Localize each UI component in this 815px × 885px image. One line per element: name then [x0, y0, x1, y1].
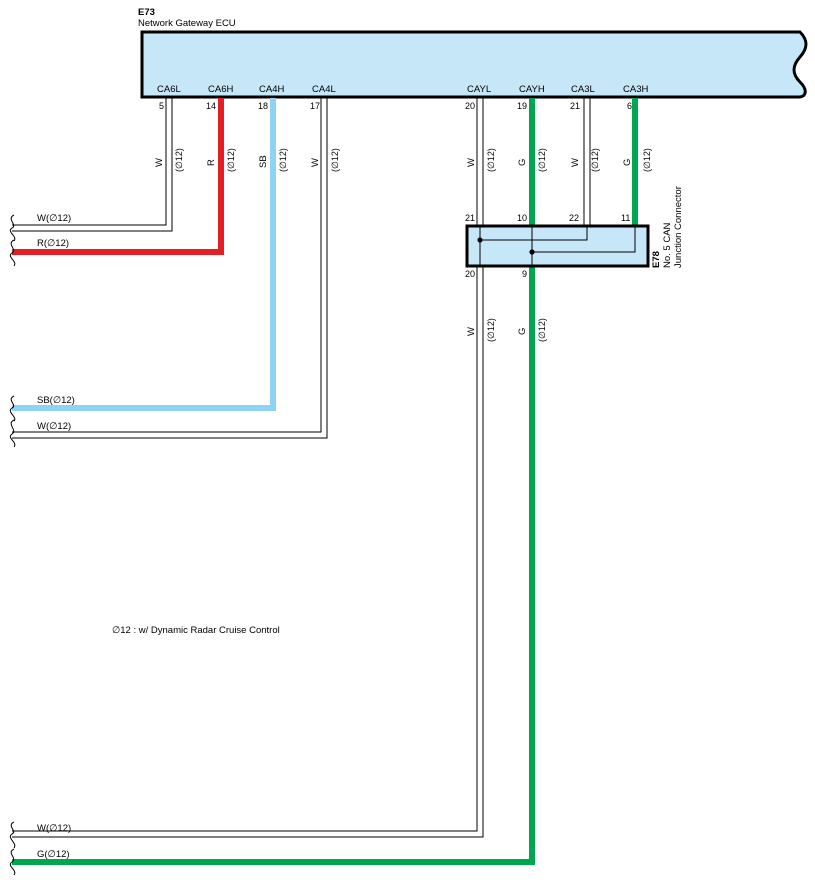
junction-name-line2: Junction Connector	[673, 186, 684, 268]
color-note: (∅12)	[537, 148, 547, 172]
wire-ca4l-white	[12, 98, 328, 439]
color-note: (∅12)	[642, 148, 652, 172]
wire-ca6l-white	[12, 98, 173, 232]
wire-cayl-white	[476, 98, 484, 226]
wire-label: W(∅12)	[37, 213, 71, 224]
color-code: G	[622, 159, 633, 166]
junction-name-line1: No. 5 CAN	[662, 222, 673, 268]
wire-ca4h-skyblue	[12, 98, 276, 411]
color-note: (∅12)	[537, 318, 547, 342]
color-code: W	[466, 158, 477, 167]
signal-label: CA4L	[312, 84, 336, 95]
pin-number: 6	[627, 101, 632, 111]
color-code: W	[154, 158, 165, 167]
junction-code: E78	[651, 251, 662, 268]
wire-label: W(∅12)	[37, 421, 71, 432]
color-code: R	[206, 159, 217, 166]
color-note: (∅12)	[486, 318, 496, 342]
wire-color-codes: W (∅12) R (∅12) SB (∅12) W (∅12) W (∅12)…	[154, 148, 652, 342]
signal-label: CA6H	[208, 84, 233, 95]
ecu-box	[140, 30, 808, 99]
pin-number: 21	[465, 213, 475, 223]
junction-bottom-pins: 20 9	[465, 269, 527, 279]
ecu-pin-numbers: 5 14 18 17 20 19 21 6	[159, 101, 632, 111]
splice-dot	[477, 237, 483, 243]
footnote: ∅12 : w/ Dynamic Radar Cruise Control	[112, 625, 280, 636]
splice-dot	[529, 249, 535, 255]
color-note: (∅12)	[486, 148, 496, 172]
pin-number: 5	[159, 101, 164, 111]
color-code: G	[517, 159, 528, 166]
pin-number: 18	[258, 101, 268, 111]
wire-ca6h-red	[12, 98, 224, 255]
signal-label: CAYH	[519, 84, 545, 95]
color-code: W	[310, 158, 321, 167]
wire-ca3l-white	[583, 98, 591, 226]
color-note: (∅12)	[226, 148, 236, 172]
color-note: (∅12)	[278, 148, 288, 172]
pin-number: 21	[570, 101, 580, 111]
wire-label: SB(∅12)	[37, 395, 75, 406]
wire-label: G(∅12)	[37, 849, 70, 860]
color-code: G	[517, 328, 528, 335]
color-note: (∅12)	[590, 148, 600, 172]
signal-label: CAYL	[467, 84, 491, 95]
ecu-name: Network Gateway ECU	[138, 18, 236, 29]
continuation-breaks	[9, 214, 16, 876]
signal-label: CA3L	[571, 84, 595, 95]
left-wire-labels: W(∅12) R(∅12) SB(∅12) W(∅12) W(∅12) G(∅1…	[37, 213, 75, 860]
junction-splices	[479, 226, 636, 266]
junction-connector	[465, 224, 650, 268]
ecu-signal-labels: CA6L CA6H CA4H CA4L CAYL CAYH CA3L CA3H	[157, 84, 648, 95]
pin-number: 19	[517, 101, 527, 111]
junction-box	[465, 224, 650, 268]
pin-number: 17	[310, 101, 320, 111]
pin-number: 11	[621, 213, 630, 223]
wire-junction-white-out	[12, 266, 484, 838]
pin-number: 9	[522, 269, 527, 279]
pin-number: 14	[206, 101, 216, 111]
pin-number: 20	[465, 269, 475, 279]
color-code: W	[570, 158, 581, 167]
signal-label: CA3H	[623, 84, 648, 95]
wire-label: R(∅12)	[37, 238, 69, 249]
color-note: (∅12)	[330, 148, 340, 172]
pin-number: 20	[465, 101, 475, 111]
signal-label: CA4H	[259, 84, 284, 95]
pin-number: 22	[569, 213, 579, 223]
wire-label: W(∅12)	[37, 823, 71, 834]
color-note: (∅12)	[174, 148, 184, 172]
ecu-code: E73	[138, 7, 155, 18]
pin-number: 10	[517, 213, 527, 223]
signal-label: CA6L	[157, 84, 181, 95]
wire-junction-green-out	[12, 266, 535, 865]
color-code: W	[466, 327, 477, 336]
color-code: SB	[258, 155, 269, 168]
junction-top-pins: 21 10 22 11	[465, 213, 630, 223]
